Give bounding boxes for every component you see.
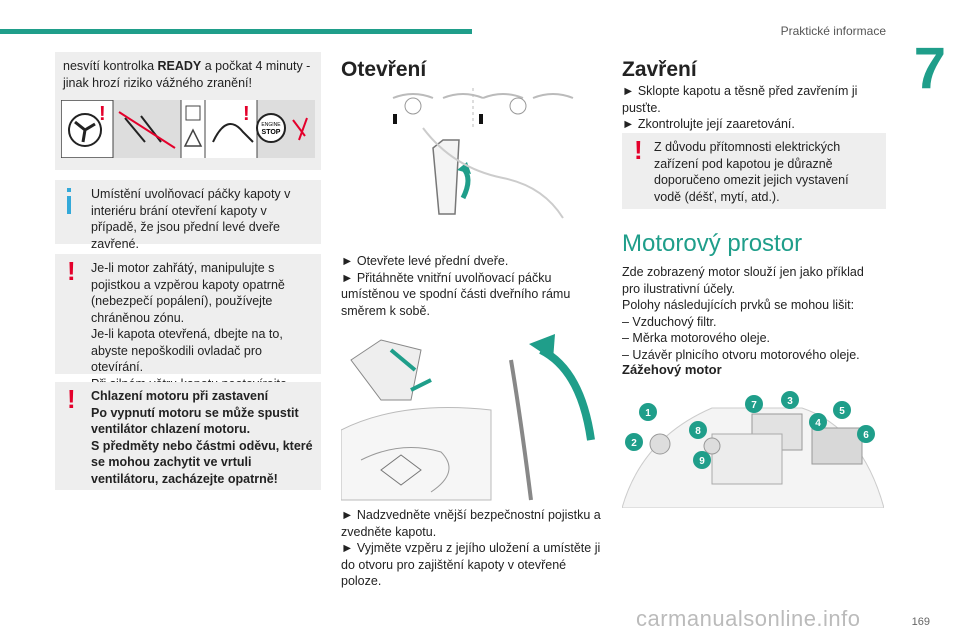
info-icon	[67, 188, 71, 214]
closing-step-2: ► Zkontrolujte její zaaretování.	[622, 117, 795, 131]
warning-line: S předměty nebo částmi oděvu, které se m…	[91, 438, 313, 486]
svg-text:!: !	[99, 103, 106, 125]
engine-diff-item: – Měrka motorového oleje.	[622, 331, 770, 345]
watermark: carmanualsonline.info	[636, 606, 861, 631]
warning-icon: !	[67, 384, 76, 414]
chapter-number: 7	[913, 36, 946, 101]
callout-1: 1	[645, 408, 651, 419]
page-number: 169	[911, 616, 930, 628]
warning-icon: !	[67, 256, 76, 286]
callout-5: 5	[839, 406, 845, 417]
opening-step-1: ► Otevřete levé přední dveře.	[341, 254, 509, 268]
info-note-text: Umístění uvolňovací páčky kapoty v inter…	[91, 187, 291, 251]
engine-compartment-diagram: 1 2 3 4 5 6 7 8 9	[622, 391, 884, 508]
warning-heading: Chlazení motoru při zastavení	[91, 389, 269, 403]
svg-text:!: !	[243, 103, 250, 125]
warning-line: Je-li kapota otevřená, dbejte na to, aby…	[91, 327, 283, 374]
engine-diff-item: – Uzávěr plnicího otvoru motorového olej…	[622, 347, 860, 362]
hood-prop-illustration	[341, 320, 603, 502]
section-title: Praktické informace	[780, 24, 886, 38]
callout-2: 2	[631, 438, 637, 449]
warning-icon: !	[634, 135, 643, 165]
release-lever-illustration	[392, 88, 574, 219]
warning-line: Je-li motor zahřátý, manipulujte s pojis…	[91, 261, 285, 325]
engine-compartment-title: Motorový prostor	[622, 230, 803, 257]
closing-warning-text: Z důvodu přítomnosti elektrických zaříze…	[654, 140, 849, 204]
engine-intro-text: Zde zobrazený motor slouží jen jako přík…	[622, 265, 864, 296]
opening-title: Otevření	[341, 58, 427, 81]
opening-step-3: ► Nadzvedněte vnější bezpečnostní pojist…	[341, 508, 601, 539]
svg-text:ENGINE: ENGINE	[261, 122, 281, 128]
warning-box-fan: ! Chlazení motoru při zastavení Po vypnu…	[55, 382, 321, 490]
safety-box: nesvítí kontrolka READY a počkat 4 minut…	[55, 52, 321, 170]
intro-text: nesvítí kontrolka READY a počkat 4 minut…	[63, 59, 311, 90]
closing-title: Zavření	[622, 58, 697, 81]
engine-diff-item: – Vzduchový filtr.	[622, 314, 717, 329]
info-note-box: Umístění uvolňovací páčky kapoty v inter…	[55, 180, 321, 251]
warning-line: Po vypnutí motoru se může spustit ventil…	[91, 405, 299, 437]
callout-6: 6	[863, 430, 869, 441]
warning-pictograms: ! ! ENGINE STOP	[61, 100, 315, 158]
callout-9: 9	[699, 456, 705, 467]
callout-8: 8	[695, 426, 701, 437]
closing-warning-box: ! Z důvodu přítomnosti elektrických zaří…	[622, 133, 886, 209]
opening-step-4: ► Vyjměte vzpěru z jejího uložení a umís…	[341, 541, 601, 588]
opening-step-2: ► Přitáhněte vnitřní uvolňovací páčku um…	[341, 270, 571, 318]
header-accent-bar	[0, 29, 472, 34]
engine-diff-intro: Polohy následujících prvků se mohou liši…	[622, 298, 855, 312]
closing-step-1: ► Sklopte kapotu a těsně před zavřením j…	[622, 84, 858, 115]
callout-7: 7	[751, 400, 757, 411]
callout-3: 3	[787, 396, 793, 407]
petrol-engine-title: Zážehový motor	[622, 362, 722, 377]
svg-text:STOP: STOP	[262, 129, 281, 136]
callout-4: 4	[815, 418, 821, 429]
warning-box-hot-engine: ! Je-li motor zahřátý, manipulujte s poj…	[55, 254, 321, 391]
